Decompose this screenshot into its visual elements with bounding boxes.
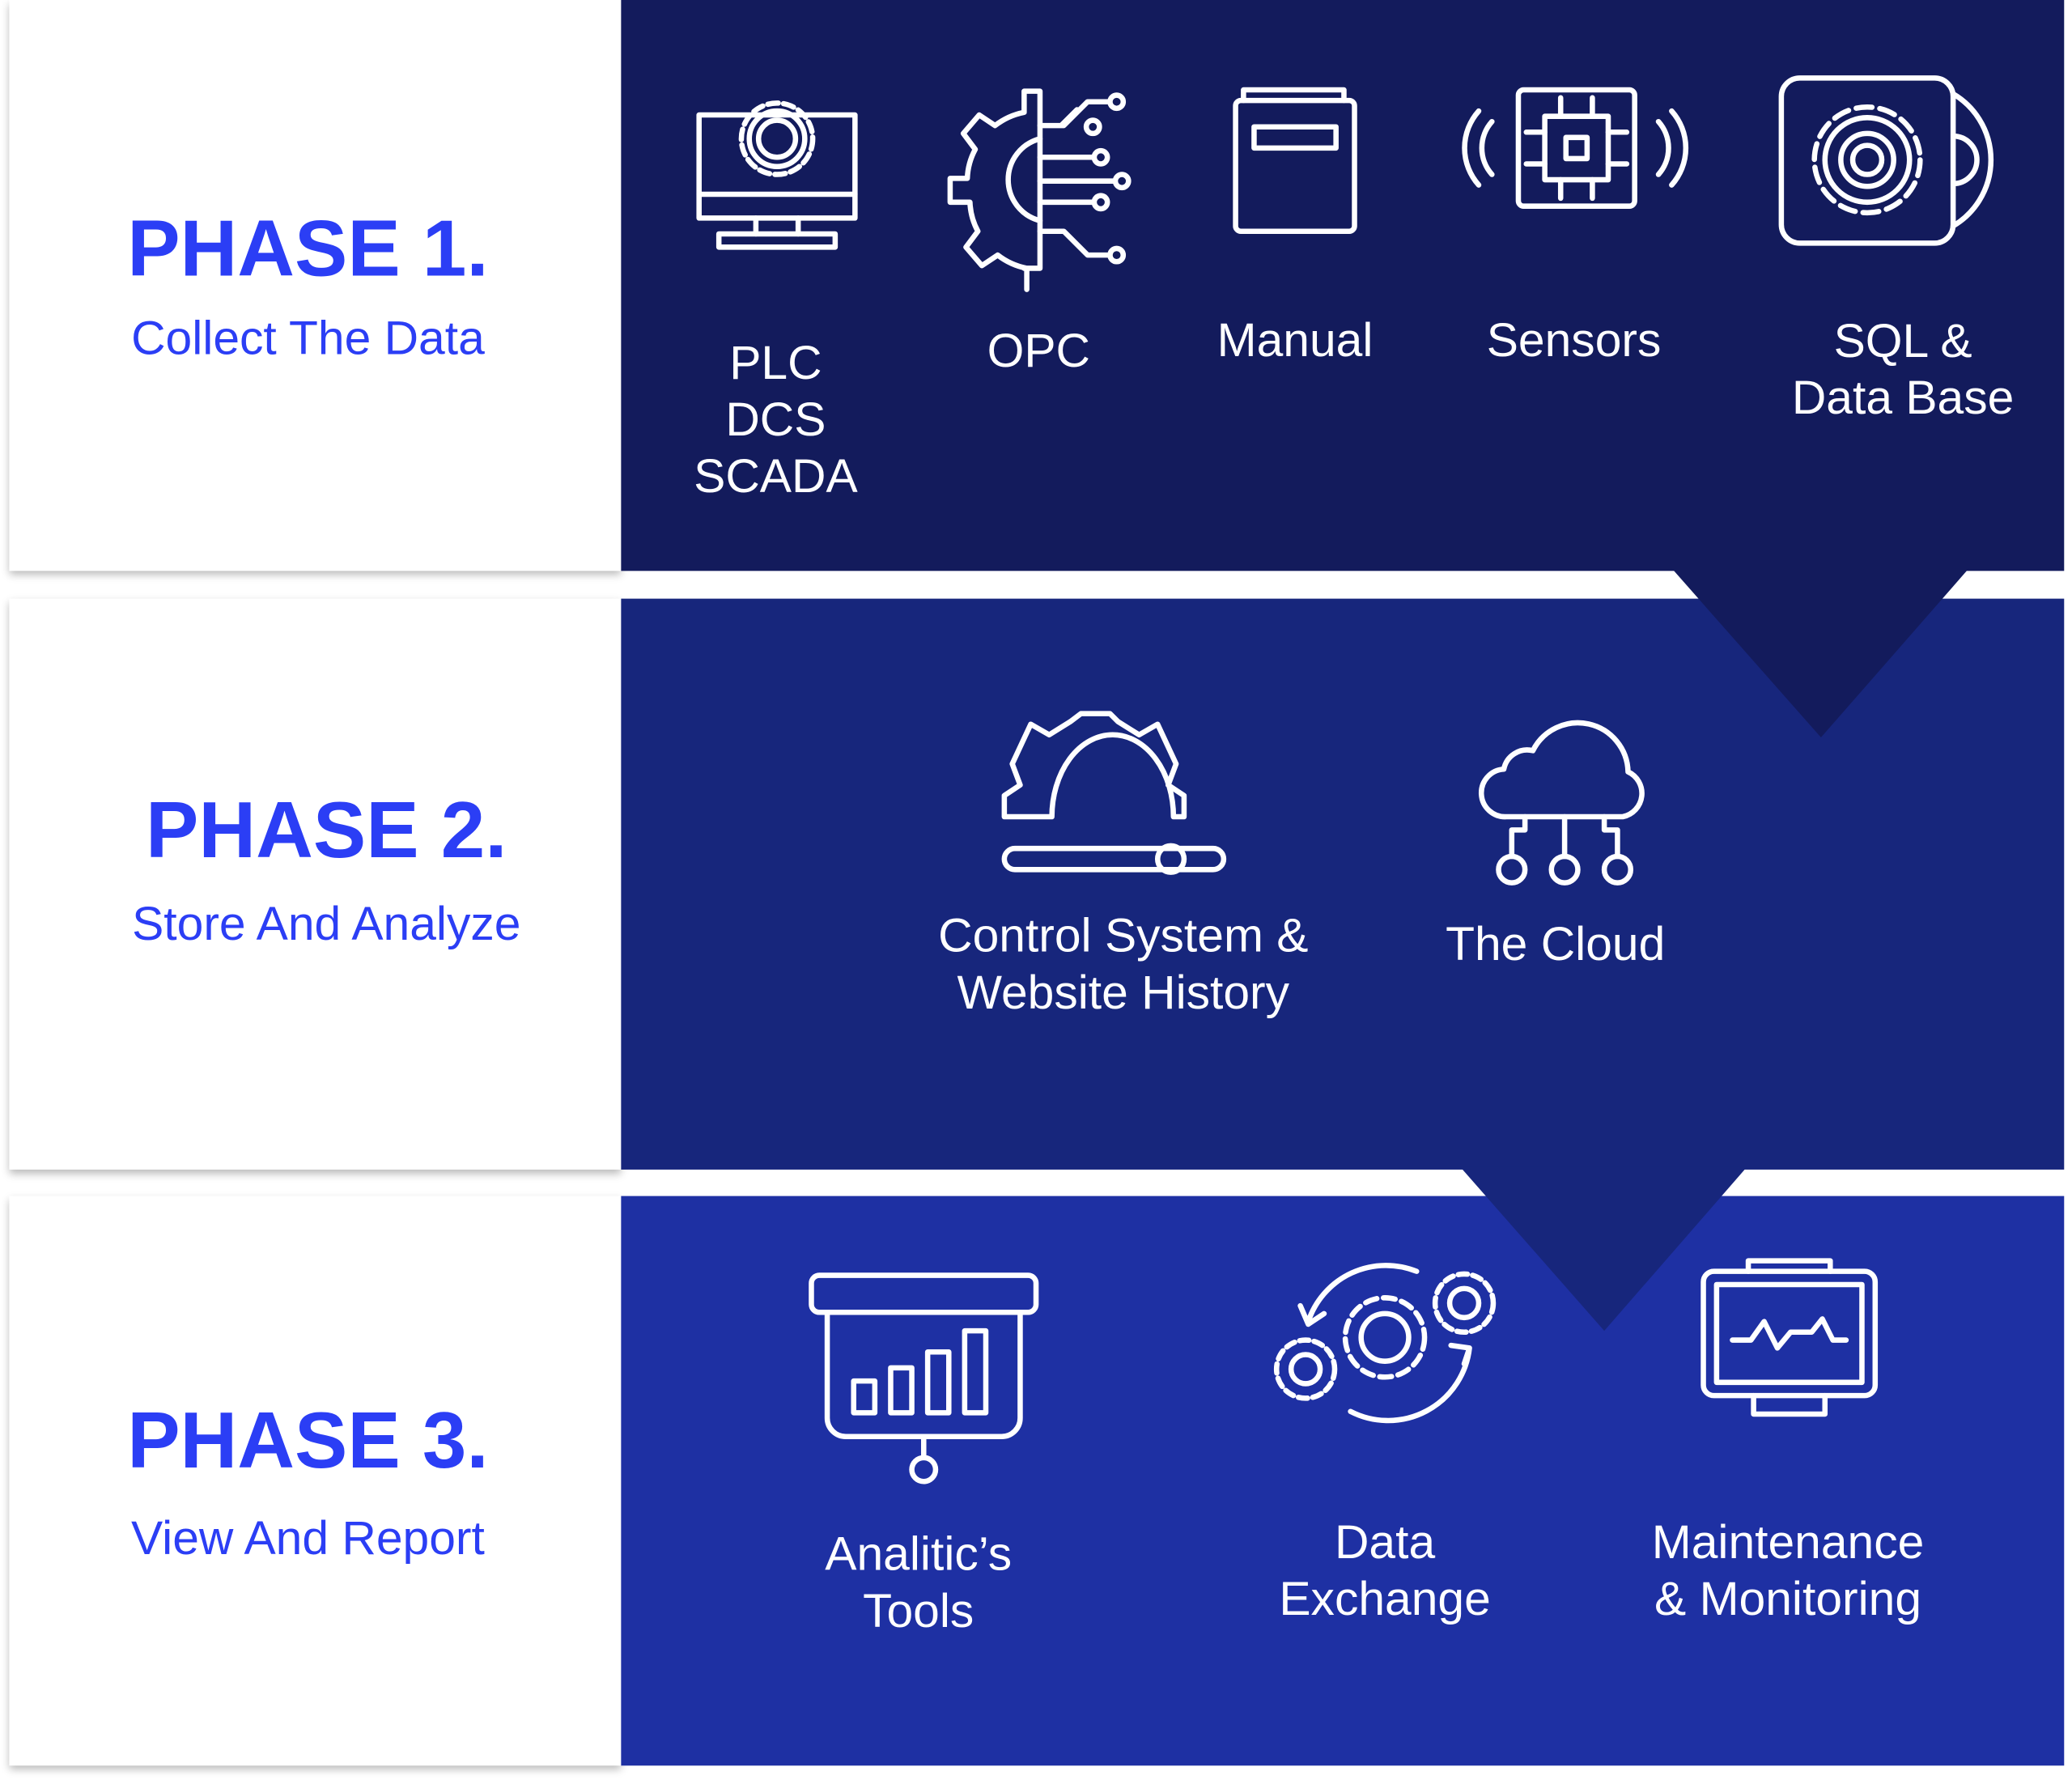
cloud-network-icon (1478, 720, 1645, 886)
phase-1-title: PHASE 1. (127, 204, 489, 293)
chip-signal-icon (1462, 87, 1689, 209)
presentation-chart-icon (809, 1272, 1039, 1485)
gear-slider-icon (1001, 711, 1227, 875)
phase-3-label-panel (9, 1196, 622, 1766)
monitor-gear-icon (696, 100, 858, 250)
phase-1-subtitle: Collect The Data (131, 310, 485, 365)
phase-2-title: PHASE 2. (146, 785, 507, 875)
item-opc-label: OPC (987, 323, 1090, 378)
item-sensors-label: Sensors (1486, 312, 1662, 367)
phase-2-subtitle: Store And Analyze (132, 895, 521, 950)
phase-3-content-panel (621, 1196, 2065, 1766)
arrow-phase2-to-phase3 (1460, 1166, 1747, 1332)
book-icon (1233, 87, 1357, 234)
phase-3-title: PHASE 3. (127, 1395, 489, 1485)
gears-exchange-icon (1273, 1263, 1497, 1424)
monitor-pulse-icon (1700, 1258, 1879, 1417)
item-control-system-label: Control System &Website History (938, 907, 1309, 1019)
item-cloud-label: The Cloud (1446, 916, 1666, 971)
phase-2-label-panel (9, 598, 622, 1170)
gear-disk-database-icon (1778, 75, 1994, 246)
item-maintenance-monitoring-label: Maintenance& Monitoring (1651, 1514, 1925, 1626)
arrow-phase1-to-phase2 (1671, 568, 1969, 738)
gear-circuit-icon (947, 88, 1132, 292)
item-manual-label: Manual (1216, 312, 1374, 367)
item-sql-database-label: SQL &Data Base (1791, 312, 2015, 425)
phase-1-label-panel (9, 0, 622, 571)
phase-3-subtitle: View And Report (131, 1510, 485, 1565)
